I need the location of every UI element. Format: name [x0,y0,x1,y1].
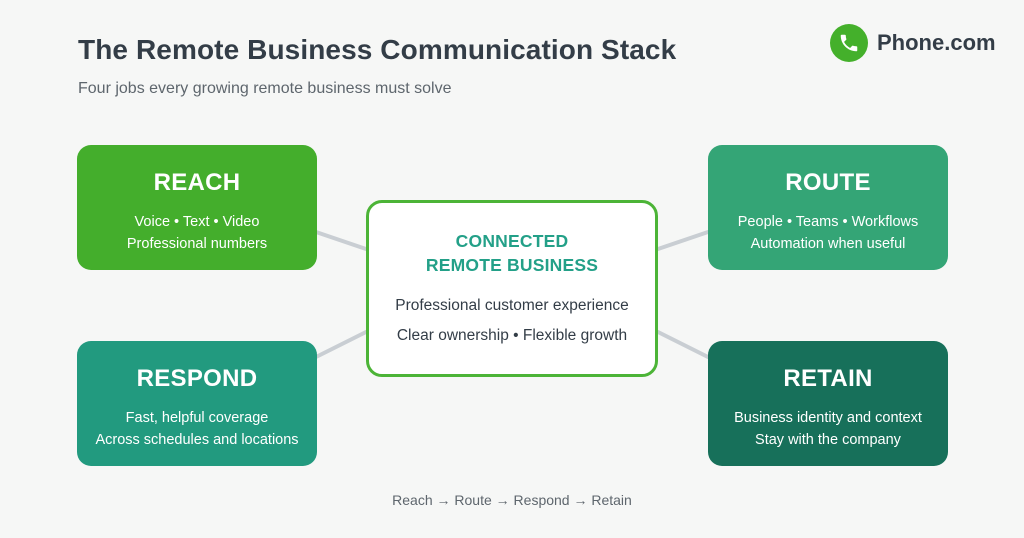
card-line: Business identity and context [734,410,922,426]
center-title: CONNECTED [455,231,569,251]
center-title: REMOTE BUSINESS [425,255,599,275]
card-line: People • Teams • Workflows [737,214,919,230]
card-route: ROUTE People • Teams • Workflows Automat… [708,145,948,270]
page-title: The Remote Business Communication Stack [78,34,677,65]
flow-caption: Reach → Route → Respond → Retain [392,492,632,508]
brand-logo[interactable]: Phone.com [830,24,996,62]
connector-respond [314,330,368,359]
card-title: RESPOND [136,365,258,392]
card-reach: REACH Voice • Text • Video Professional … [77,145,317,270]
page-subtitle: Four jobs every growing remote business … [78,80,452,97]
card-title: RETAIN [783,365,873,392]
card-line: Automation when useful [750,236,906,252]
connector-retain [656,330,710,359]
card-line: Fast, helpful coverage [125,410,269,426]
card-title: ROUTE [785,169,871,196]
connector-reach [314,230,368,251]
card-line: Stay with the company [755,432,901,448]
center-line: Clear ownership • Flexible growth [396,327,628,344]
card-respond: RESPOND Fast, helpful coverage Across sc… [77,341,317,466]
phone-icon [830,24,868,62]
center-line: Professional customer experience [395,297,629,314]
card-line: Across schedules and locations [95,432,299,448]
card-line: Voice • Text • Video [134,214,260,230]
center-hub: CONNECTED REMOTE BUSINESS Professional c… [366,200,658,377]
connector-route [656,230,710,251]
brand-name: Phone.com [877,30,996,55]
card-title: REACH [153,169,241,196]
card-line: Professional numbers [126,236,268,252]
card-retain: RETAIN Business identity and context Sta… [708,341,948,466]
